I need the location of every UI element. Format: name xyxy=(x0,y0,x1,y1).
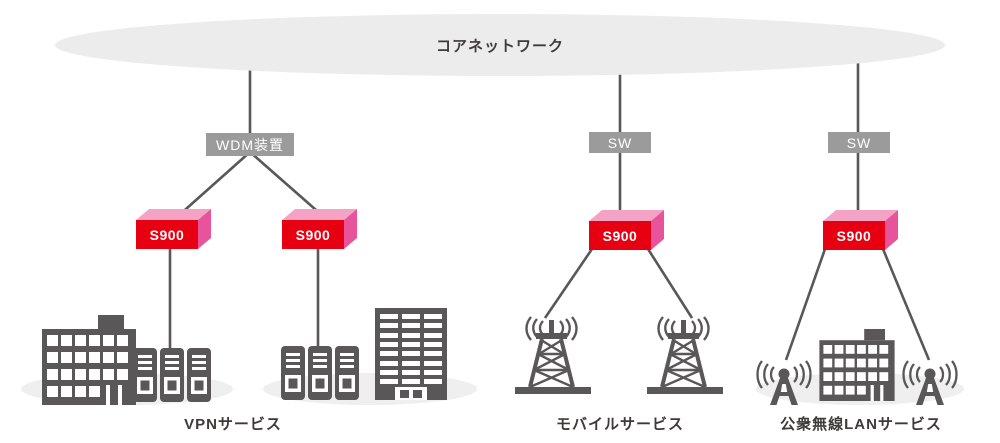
radio-tower-icon xyxy=(645,316,725,396)
connector-lines xyxy=(168,58,931,361)
link-s900-tower-right xyxy=(646,248,694,319)
link-wdm-s900-left xyxy=(176,151,251,218)
office-building-icon xyxy=(819,329,895,401)
service-label-vpn: VPNサービス xyxy=(184,416,282,433)
server-rack-icon xyxy=(281,346,305,400)
radio-tower-icon xyxy=(513,316,593,396)
server-rack-icon xyxy=(335,346,359,400)
vpn-endpoints xyxy=(42,308,447,405)
server-rack-icon xyxy=(308,346,332,400)
office-building-icon xyxy=(42,315,136,405)
s900-device-vpn-right: S900 xyxy=(282,220,344,249)
wdm-node: WDM装置 xyxy=(206,133,294,156)
link-s900-antenna-left xyxy=(784,248,827,361)
sw-node-wlan: SW xyxy=(828,132,890,153)
server-rack-icon xyxy=(160,348,184,402)
link-s900-antenna-right xyxy=(881,248,931,361)
link-s900-tower-left xyxy=(543,248,594,319)
s900-device-mobile: S900 xyxy=(589,221,651,250)
server-rack-icon xyxy=(187,348,211,402)
wlan-endpoints xyxy=(756,329,958,407)
link-wdm-s900-right xyxy=(249,151,325,218)
highrise-building-icon xyxy=(375,308,447,400)
core-network-cloud: コアネットワーク xyxy=(55,14,945,76)
sw-node-mobile: SW xyxy=(589,132,651,153)
mobile-endpoints xyxy=(513,316,725,396)
service-label-wlan: 公衆無線LANサービス xyxy=(780,416,942,433)
service-label-mobile: モバイルサービス xyxy=(555,416,685,433)
server-rack-icon xyxy=(133,348,157,402)
s900-device-wlan: S900 xyxy=(823,221,885,250)
s900-device-vpn-left: S900 xyxy=(136,220,198,249)
core-network-label: コアネットワーク xyxy=(435,37,564,55)
